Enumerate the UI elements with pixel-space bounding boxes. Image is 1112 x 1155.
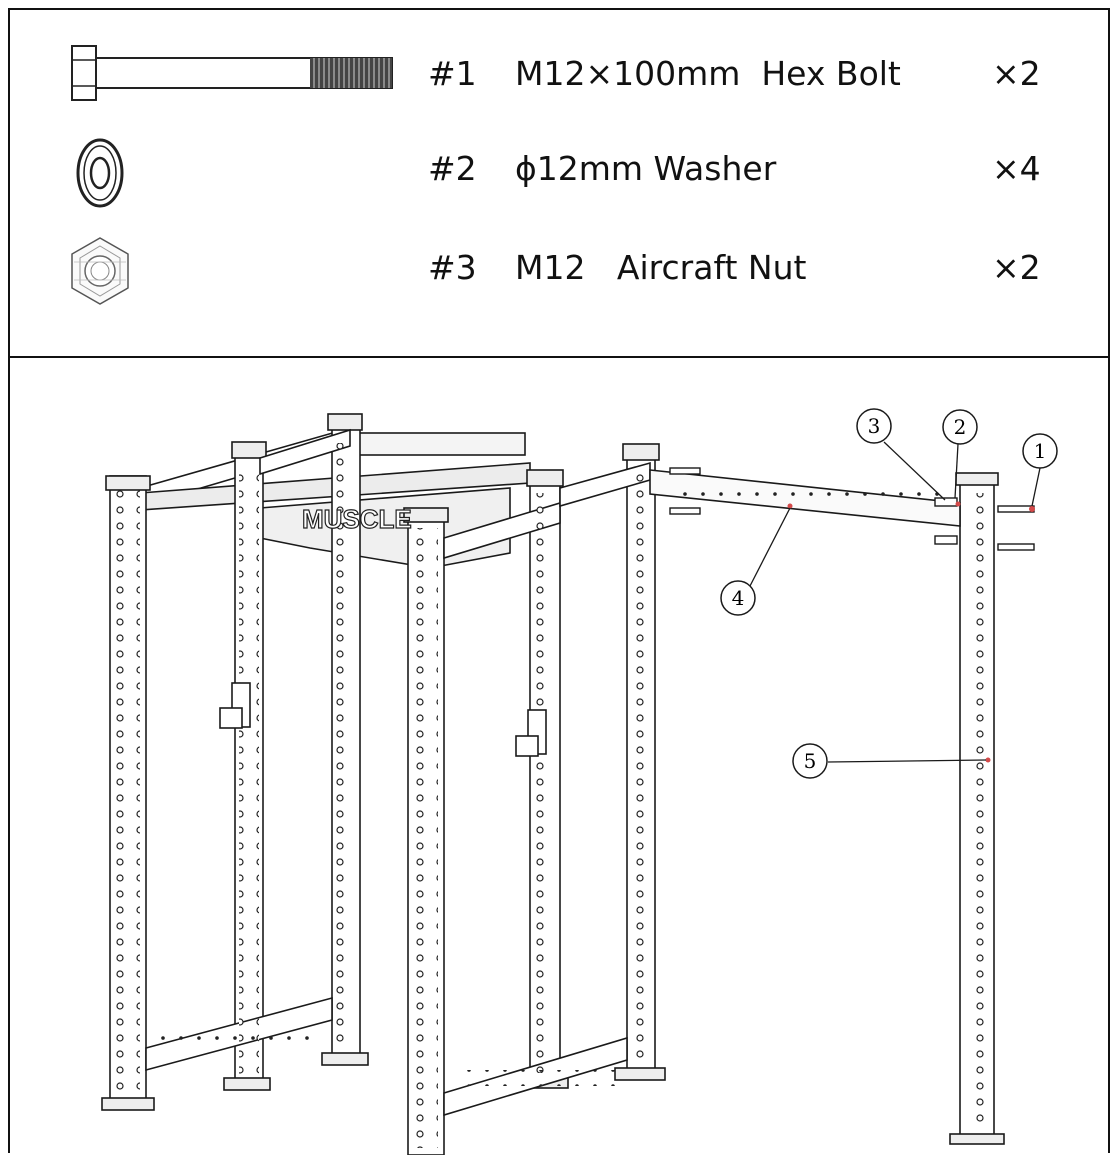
hex-bolt-icon: [71, 45, 393, 101]
hardware-parts-list: #1 M12×100mm Hex Bolt ×2 #2 ϕ12mm Washer…: [8, 8, 1110, 356]
callout-4: 4: [720, 507, 791, 616]
part-description: M12 Aircraft Nut: [515, 248, 807, 287]
part-quantity: ×4: [992, 149, 1041, 188]
j-hooks: [219, 682, 547, 757]
part-description: ϕ12mm Washer: [515, 149, 777, 188]
svg-text:1: 1: [1034, 439, 1047, 463]
svg-text:4: 4: [732, 586, 745, 610]
bolt-highlight: [1029, 506, 1035, 512]
svg-text:3: 3: [868, 414, 881, 438]
callout-3: 3: [856, 408, 946, 501]
assembly-diagram: MUSCLE 1 2: [8, 356, 1110, 1155]
brand-plate-text: MUSCLE: [302, 504, 412, 534]
part-description: M12×100mm Hex Bolt: [515, 54, 901, 93]
power-rack-illustration: MUSCLE 1 2: [101, 408, 1058, 1155]
crossbar-highlight: [787, 503, 793, 509]
washer-highlight: [955, 501, 961, 507]
callout-1: 1: [1022, 433, 1058, 507]
callout-2: 2: [942, 409, 978, 499]
part-row-aircraft-nut: #3 M12 Aircraft Nut ×2: [10, 232, 1110, 305]
callout-5: 5: [792, 743, 987, 779]
upright-hole-patterns: [116, 443, 988, 1148]
part-row-washer: #2 ϕ12mm Washer ×4: [10, 133, 1110, 208]
svg-text:5: 5: [804, 749, 817, 773]
upright-highlight: [985, 757, 991, 763]
part-number: #3: [428, 248, 477, 287]
washer-icon: [76, 138, 124, 208]
part-number: #1: [428, 54, 477, 93]
part-number: #2: [428, 149, 477, 188]
part-quantity: ×2: [992, 54, 1041, 93]
part-quantity: ×2: [992, 248, 1041, 287]
aircraft-nut-icon: [71, 237, 129, 305]
svg-text:2: 2: [954, 415, 967, 439]
part-row-hex-bolt: #1 M12×100mm Hex Bolt ×2: [10, 38, 1110, 108]
